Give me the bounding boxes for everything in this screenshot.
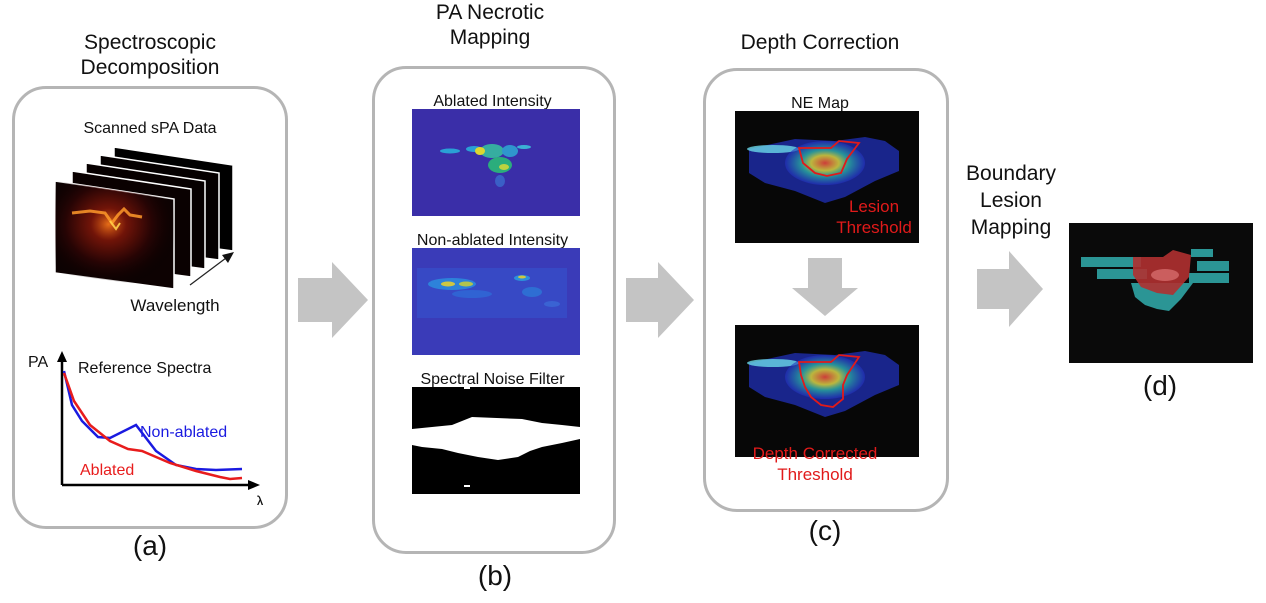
panel-c-caption: (c) — [808, 515, 842, 546]
x-axis-arrowhead — [248, 480, 260, 490]
x-axis-label: λ — [256, 494, 264, 505]
non-ablated-curve — [62, 370, 243, 472]
lesion-threshold-line2: Threshold — [836, 218, 912, 237]
panel-a-title-line2: Decomposition — [80, 56, 220, 79]
depth-corrected-contour — [797, 354, 861, 408]
spectral-noise-filter-image — [412, 387, 580, 494]
spectral-noise-filter-label: Spectral Noise Filter — [420, 371, 565, 388]
panel-c-title: Depth Correction — [740, 31, 900, 54]
wavelength-arrow — [189, 252, 234, 286]
panel-d-title-line3: Mapping — [970, 216, 1052, 239]
non-ablated-intensity-image — [412, 248, 580, 355]
ablated-intensity-label: Ablated Intensity — [433, 93, 552, 110]
depth-corrected-image — [735, 325, 919, 457]
flow-arrow-b-to-c — [626, 262, 694, 338]
ablated-intensity-image — [412, 109, 580, 216]
depth-corrected-line2: Threshold — [777, 465, 853, 484]
flow-arrow-down — [792, 258, 858, 316]
panel-d-title-line1: Boundary — [966, 162, 1056, 185]
boundary-region — [1081, 249, 1229, 311]
y-axis-label: PA — [28, 354, 48, 371]
panel-a-caption: (a) — [132, 530, 168, 561]
panel-d-title-line2: Lesion — [980, 189, 1042, 212]
ne-map-label: NE Map — [791, 95, 849, 112]
panel-b-title-line2: Mapping — [449, 26, 531, 49]
panel-a-title-line1: Spectroscopic — [84, 31, 216, 54]
panel-b-title: PA Necrotic Mapping — [380, 0, 600, 50]
lesion-threshold-text: Lesion Threshold — [830, 196, 918, 238]
y-axis-arrowhead — [57, 351, 67, 362]
lesion-threshold-contour — [797, 140, 861, 177]
panel-d-caption: (d) — [1142, 370, 1178, 401]
flow-arrow-a-to-b — [298, 262, 368, 338]
flow-arrow-c-to-d — [977, 251, 1043, 327]
panel-b-title-line1: PA Necrotic — [435, 1, 545, 24]
reference-spectra-chart: PA Reference Spectra λ Non-ablated Ablat… — [28, 351, 264, 505]
panel-d-title: Boundary Lesion Mapping — [950, 160, 1072, 241]
depth-corrected-text: Depth Corrected Threshold — [735, 443, 895, 485]
wavelength-label: Wavelength — [130, 296, 220, 315]
panel-b-caption: (b) — [477, 560, 513, 591]
stack-frame-1 — [54, 180, 175, 290]
depth-corrected-line1: Depth Corrected — [752, 444, 878, 463]
non-ablated-label: Non-ablated — [140, 424, 227, 441]
spa-image-stack — [54, 146, 234, 290]
spectra-title: Reference Spectra — [78, 360, 212, 377]
non-ablated-intensity-label: Non-ablated Intensity — [416, 232, 569, 249]
scanned-spa-label: Scanned sPA Data — [83, 120, 217, 137]
ne-map-image — [735, 111, 919, 243]
panel-a-title: Spectroscopic Decomposition — [30, 30, 270, 80]
ablated-curve — [62, 372, 243, 481]
ablated-label: Ablated — [80, 462, 134, 479]
boundary-lesion-map-image — [1069, 223, 1253, 363]
lesion-threshold-line1: Lesion — [848, 197, 900, 216]
